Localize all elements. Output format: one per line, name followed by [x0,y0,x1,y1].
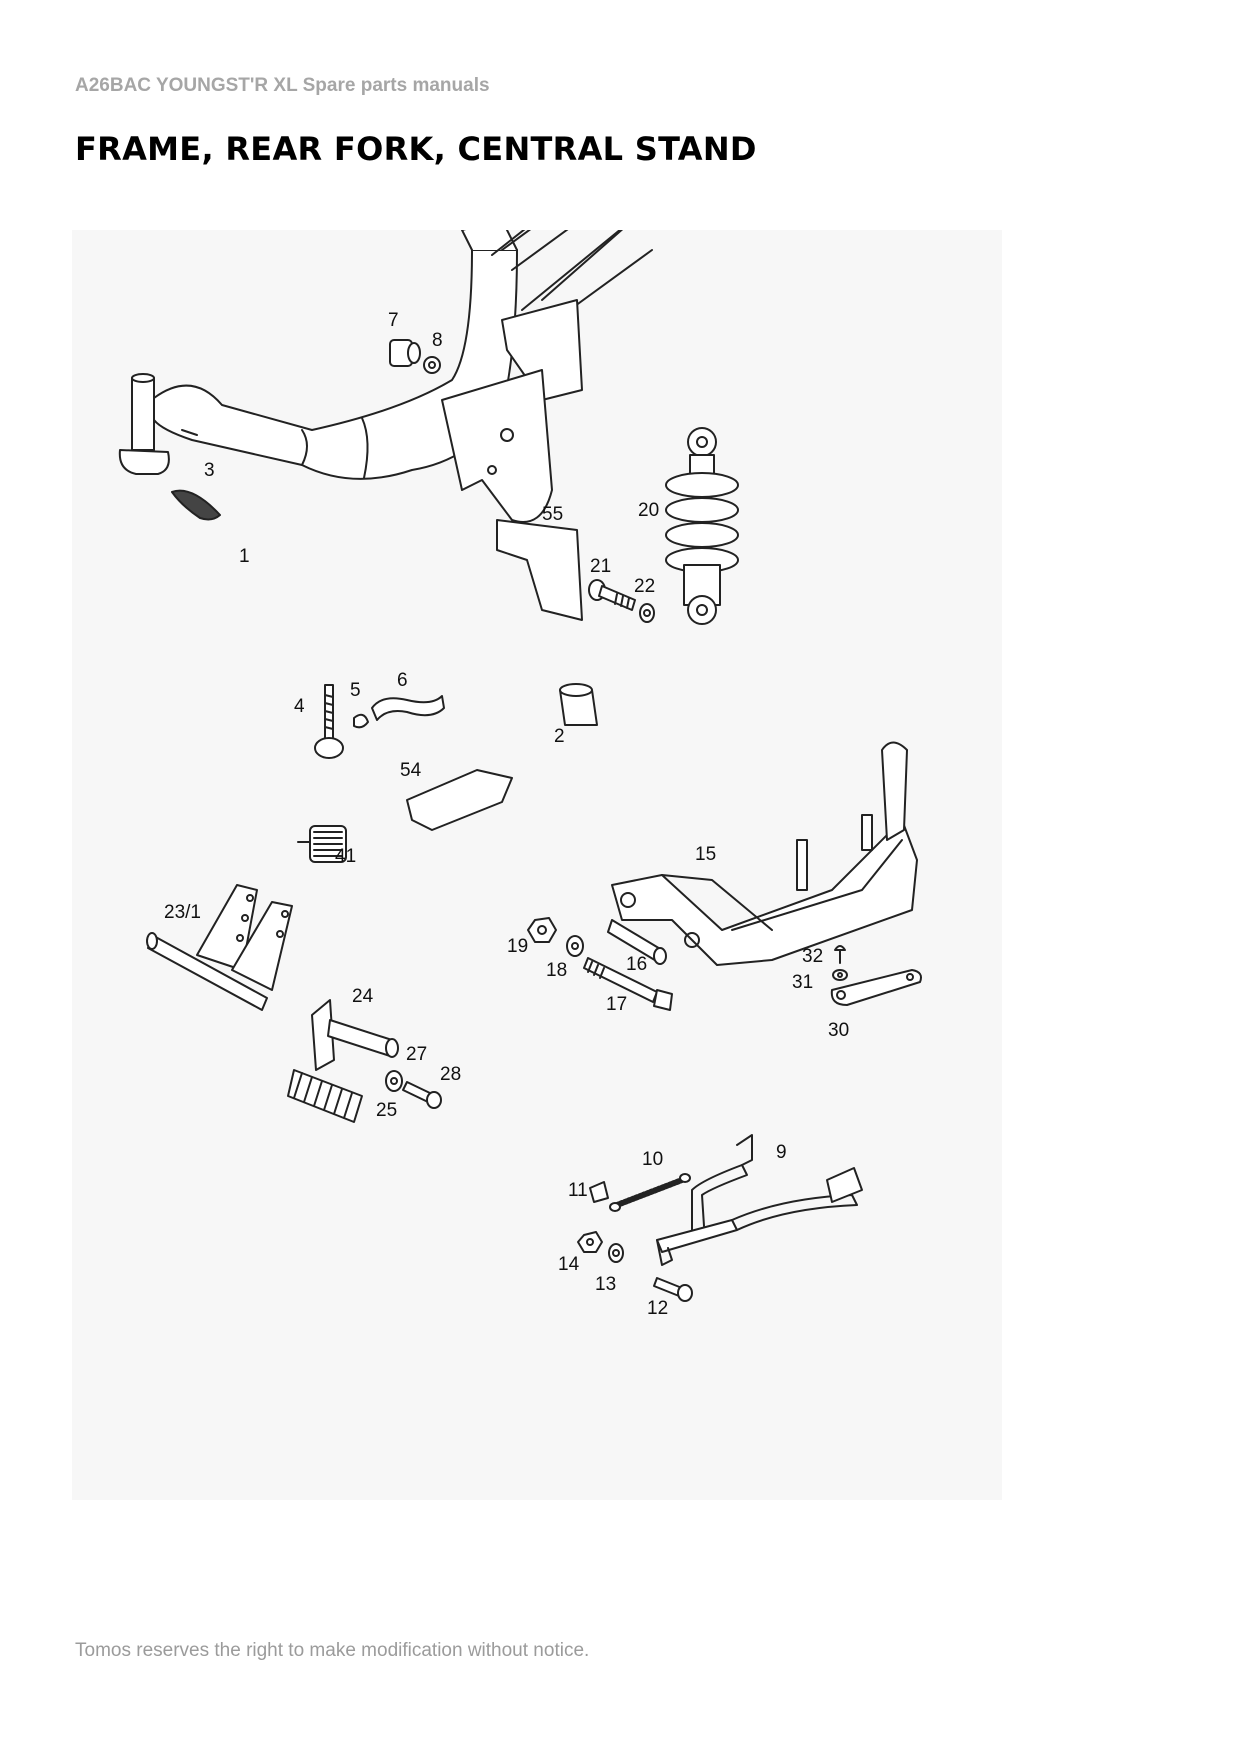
washer-part-27 [385,1070,403,1092]
spring-part-10 [609,1173,691,1212]
label-part-14: 14 [558,1254,580,1275]
document-header: A26BAC YOUNGST'R XL Spare parts manuals [75,75,490,96]
label-part-8: 8 [432,330,443,351]
label-part-27: 27 [406,1044,427,1065]
label-part-54: 54 [400,760,422,781]
label-part-55: 55 [542,504,563,525]
label-part-32: 32 [802,946,823,967]
page-title: FRAME, REAR FORK, CENTRAL STAND [75,130,757,168]
clip-part-5 [353,713,369,729]
screw-part-4 [314,684,344,759]
bushing-part-2 [559,683,598,726]
footrest-bracket-part-23-1 [146,884,293,1011]
washer-part-22 [639,603,655,623]
label-part-23-1: 23/1 [164,902,201,923]
label-part-17: 17 [606,994,627,1015]
central-stand-part-9 [656,1134,863,1266]
label-part-3: 3 [204,460,215,481]
part-labels: 7 8 3 1 55 20 21 22 4 5 6 2 54 41 15 23/… [164,310,849,1319]
label-part-10: 10 [642,1149,663,1170]
label-part-9: 9 [776,1142,787,1163]
label-part-21: 21 [590,556,611,577]
bolt-part-17 [583,957,673,1011]
nut-part-19 [527,917,557,943]
label-part-24: 24 [352,986,374,1007]
filter-part-41 [297,825,347,863]
shock-absorber-part-20 [665,427,739,625]
peg-part-24 [311,999,399,1071]
washer-part-31 [832,969,848,981]
plate-part-54 [406,769,513,831]
frame-part-1 [118,230,653,523]
label-part-31: 31 [792,972,813,993]
screw-part-32 [834,945,846,964]
label-part-5: 5 [350,680,361,701]
label-part-7: 7 [388,310,399,331]
badge-part-3 [171,489,221,521]
exploded-parts-diagram: 7 8 3 1 55 20 21 22 4 5 6 2 54 41 15 23/… [72,230,1002,1500]
rubber-part-25 [287,1069,363,1123]
label-part-19: 19 [507,936,528,957]
bolt-part-21 [588,579,636,611]
nut-part-8 [423,356,441,374]
label-part-22: 22 [634,576,655,597]
bolt-part-28 [402,1081,442,1109]
swing-arm-part-15 [611,741,918,966]
spacer-part-16 [607,919,667,965]
bracket-part-55 [496,519,583,621]
label-part-6: 6 [397,670,408,691]
hose-part-6 [371,695,445,721]
label-part-4: 4 [294,696,305,717]
label-part-41: 41 [335,846,356,867]
label-part-18: 18 [546,960,567,981]
label-part-15: 15 [695,844,716,865]
nut-part-14 [577,1231,603,1253]
label-part-12: 12 [647,1298,668,1319]
washer-part-18 [566,935,584,957]
label-part-1: 1 [239,546,250,567]
bolt-part-12 [653,1277,693,1302]
washer-part-13 [608,1243,624,1263]
label-part-2: 2 [554,726,565,747]
document-footer: Tomos reserves the right to make modific… [75,1640,590,1661]
clip-part-11 [589,1181,609,1203]
label-part-25: 25 [376,1100,397,1121]
label-part-30: 30 [828,1020,849,1041]
label-part-11: 11 [568,1180,588,1201]
label-part-13: 13 [595,1274,616,1295]
label-part-16: 16 [626,954,647,975]
bracket-part-30 [830,969,922,1006]
label-part-20: 20 [638,500,659,521]
label-part-28: 28 [440,1064,461,1085]
bushing-part-7 [389,339,421,367]
